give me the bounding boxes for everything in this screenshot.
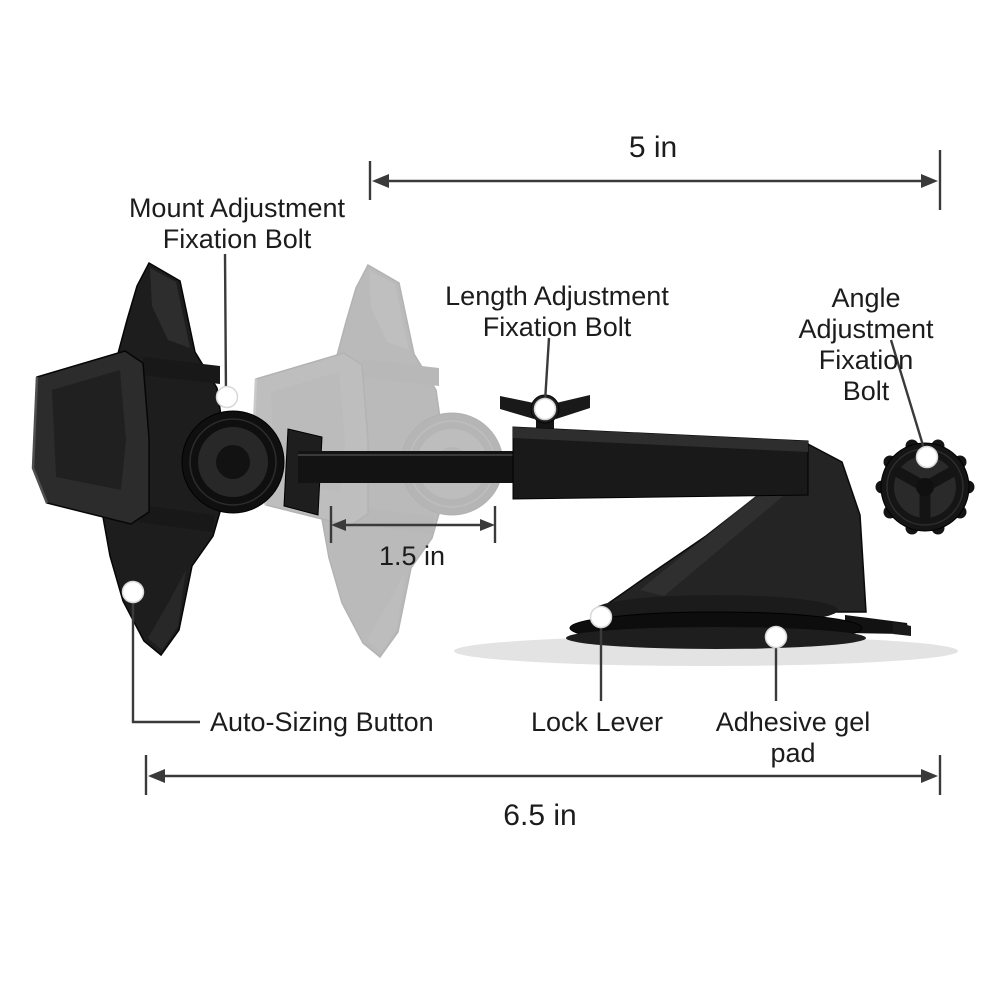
auto-sizing-button-marker — [121, 580, 145, 604]
leader-length-bolt — [543, 337, 551, 403]
suction-base — [566, 595, 911, 649]
label-adhesive-gel-pad: Adhesive gel pad — [715, 707, 871, 769]
angle-adjustment-knob — [875, 439, 975, 535]
dimension-5in — [368, 150, 942, 210]
label-mount-adjustment-fixation-bolt: Mount Adjustment Fixation Bolt — [128, 193, 346, 255]
angle-bolt-marker — [915, 445, 939, 469]
phone-cradle — [31, 261, 286, 657]
dimension-1-5in — [329, 506, 497, 543]
leader-angle-bolt — [889, 339, 927, 453]
label-length-adjustment-fixation-bolt: Length Adjustment Fixation Bolt — [445, 281, 669, 343]
gel-pad-marker — [764, 625, 788, 649]
leader-auto-sizing — [131, 600, 200, 724]
label-lock-lever: Lock Lever — [530, 707, 664, 737]
telescoping-arm — [283, 426, 809, 516]
label-auto-sizing-button: Auto-Sizing Button — [210, 707, 434, 737]
label-angle-adjustment-fixation-bolt: Angle Adjustment Fixation Bolt — [798, 283, 934, 407]
leader-lines — [131, 253, 927, 724]
dimension-6-5in — [144, 755, 942, 795]
dimension-text-6-5in: 6.5 in — [503, 799, 577, 832]
dimension-text-5in: 5 in — [628, 131, 678, 164]
length-bolt-marker — [533, 397, 557, 421]
mount-bolt-marker — [215, 385, 239, 409]
lock-lever-marker — [589, 605, 613, 629]
dimension-text-1-5in: 1.5 in — [378, 541, 446, 571]
leader-mount-bolt — [223, 253, 228, 397]
